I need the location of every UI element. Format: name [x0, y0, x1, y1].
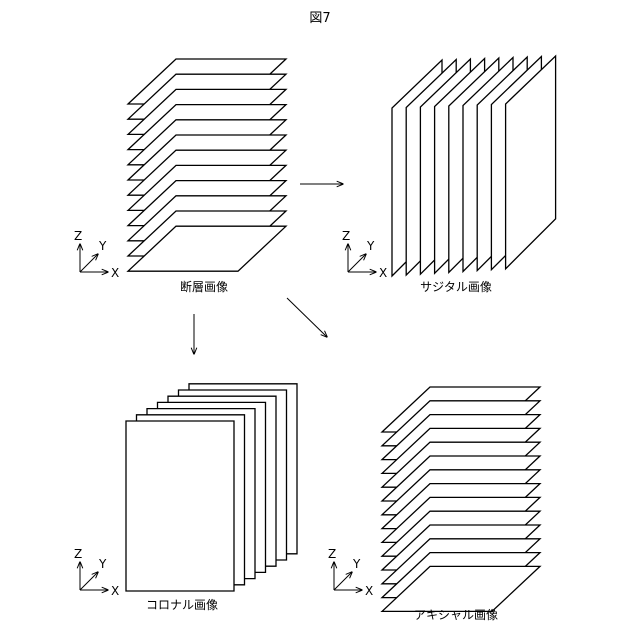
axis-label-z: Z [342, 229, 350, 243]
axis-label-x: X [365, 584, 373, 598]
axis-label-z: Z [74, 547, 82, 561]
axis-indicator-coronal: Z Y X [74, 547, 119, 598]
tomographic-slice-stack [128, 59, 286, 271]
caption-coronal: コロナル画像 [112, 596, 252, 613]
caption-tomographic: 断層画像 [134, 278, 274, 295]
sagittal-slice-stack [392, 56, 556, 276]
axis-label-x: X [111, 266, 119, 280]
axis-label-y: Y [366, 239, 375, 253]
axis-indicator-axial: Z Y X [328, 547, 373, 598]
caption-sagittal: サジタル画像 [386, 278, 526, 295]
axis-label-z: Z [74, 229, 82, 243]
coronal-slice [126, 421, 234, 591]
axis-indicator-sagittal: Z Y X [342, 229, 387, 280]
axis-indicator-tomographic: Z Y X [74, 229, 119, 280]
axis-label-y: Y [98, 557, 107, 571]
axis-label-z: Z [328, 547, 336, 561]
arrow-to-axial [287, 298, 327, 337]
axial-slice-stack [382, 387, 540, 611]
caption-axial: アキシャル画像 [386, 606, 526, 623]
axis-label-y: Y [98, 239, 107, 253]
coronal-slice-stack [126, 384, 297, 591]
axis-label-y: Y [352, 557, 361, 571]
